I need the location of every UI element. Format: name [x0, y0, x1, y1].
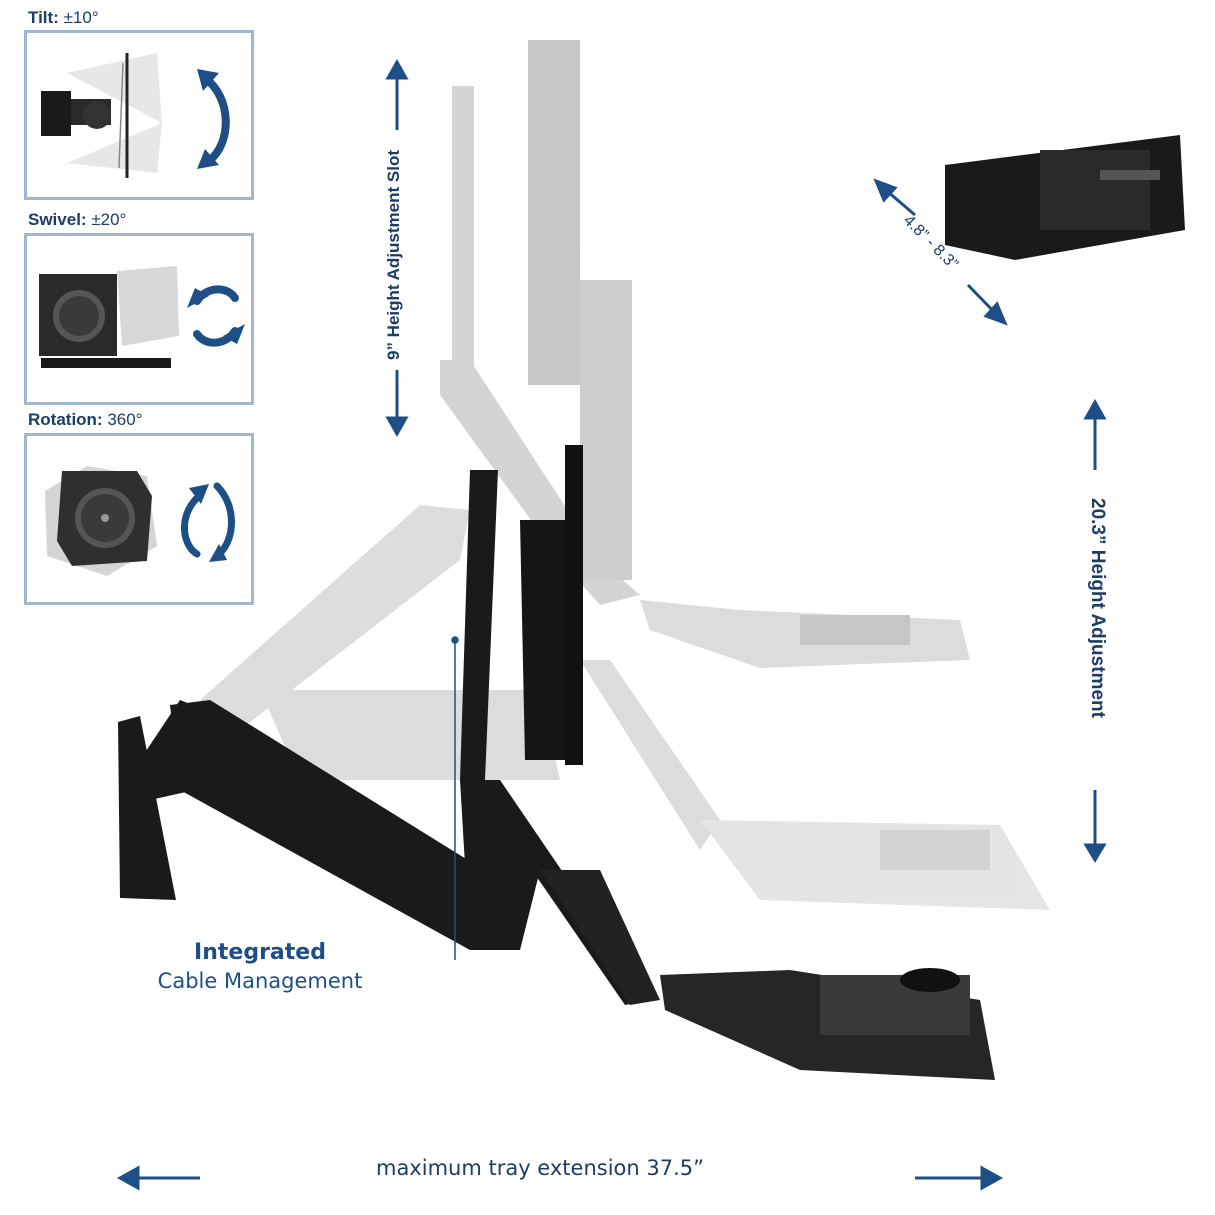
rotation-name: Rotation: — [28, 410, 103, 429]
tilt-mount-image — [41, 53, 162, 178]
rotation-mount-image — [45, 466, 157, 576]
tilt-name: Tilt: — [28, 8, 59, 27]
tilt-value: ±10° — [63, 8, 99, 27]
swivel-arrow-icon — [187, 285, 245, 347]
double-arrow-icon — [116, 58, 1107, 1191]
rotation-arrow-icon — [181, 482, 235, 562]
callout-subtitle: Cable Management — [157, 969, 363, 993]
rotation-value: 360° — [107, 410, 143, 429]
height-slot-label: 9” Height Adjustment Slot — [384, 150, 404, 360]
callout-title: Integrated — [194, 940, 326, 965]
swivel-panel — [24, 233, 254, 405]
main-arm — [118, 445, 995, 1080]
ghost-top-position — [440, 40, 970, 668]
swivel-label: Swivel: ±20° — [28, 210, 126, 230]
tilt-label: Tilt: ±10° — [28, 8, 99, 28]
cpu-holder-image — [945, 135, 1185, 260]
height-adjustment-text: 20.3” Height Adjustment — [1087, 498, 1108, 718]
rotation-label: Rotation: 360° — [28, 410, 143, 430]
swivel-name: Swivel: — [28, 210, 87, 229]
swivel-mount-image — [39, 266, 179, 368]
tray-extension-label: maximum tray extension 37.5” — [375, 1156, 704, 1180]
swivel-value: ±20° — [91, 210, 127, 229]
rotation-panel — [24, 433, 254, 605]
tilt-panel — [24, 30, 254, 200]
tilt-arrow-icon — [197, 69, 230, 169]
height-slot-text: 9” Height Adjustment Slot — [384, 150, 403, 360]
height-adjustment-label: 20.3” Height Adjustment — [1086, 498, 1108, 718]
cable-pointer — [451, 636, 459, 960]
